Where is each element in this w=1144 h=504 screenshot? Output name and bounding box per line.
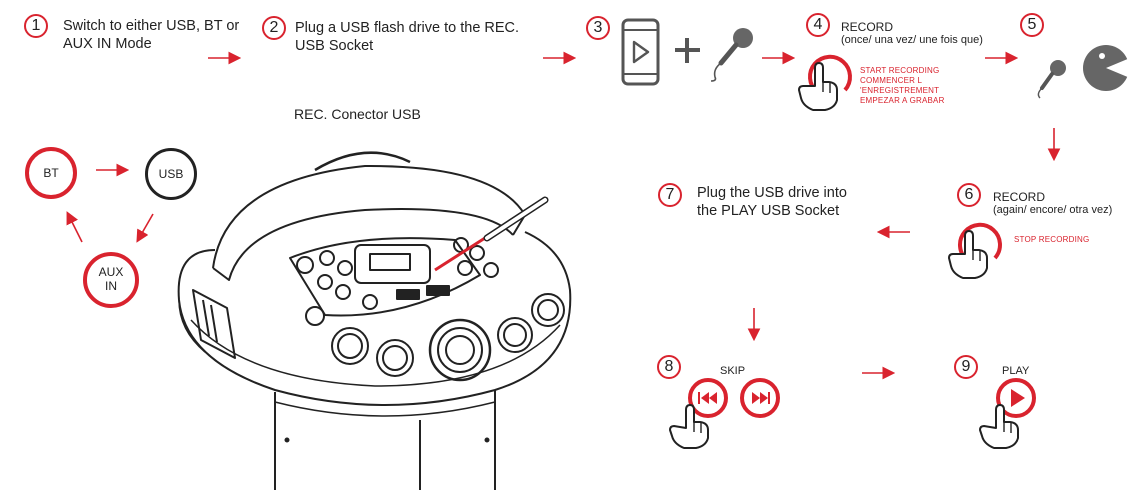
step-9-title: PLAY (1002, 365, 1030, 377)
step-9-number: 9 (954, 355, 978, 379)
step-6-title: RECORD (993, 190, 1046, 204)
step-8-title: SKIP (720, 365, 746, 377)
step-4-title: RECORD (841, 20, 894, 34)
play-button (979, 378, 1036, 449)
pointing-hand-icon (948, 230, 988, 279)
skip-back-icon (698, 392, 717, 404)
step-6-subtitle: (again/ encore/ otra vez) (993, 204, 1113, 216)
mode-bt-circle: BT (25, 147, 77, 199)
singing-face-icon (1037, 45, 1130, 99)
step-2-text: Plug a USB flash drive to the REC.USB So… (295, 20, 520, 54)
step-4-red-text: START RECORDING COMMENCER L 'ENREGISTREM… (860, 66, 945, 105)
smartphone-play-icon (621, 18, 660, 86)
step-6-number: 6 (957, 183, 981, 207)
rec-socket-label: REC. Conector USB (294, 106, 421, 122)
usb-flash-drive-icon (434, 196, 549, 272)
step-6-red-text: STOP RECORDING (1014, 235, 1090, 244)
plus-icon (675, 38, 700, 63)
pointing-hand-icon (669, 404, 709, 449)
pointing-hand-icon (798, 62, 838, 111)
step-5-number: 5 (1020, 13, 1044, 37)
step-4-number: 4 (806, 13, 830, 37)
mode-usb-circle: USB (145, 148, 197, 200)
step-4-subtitle: (once/ una vez/ une fois que) (841, 34, 983, 46)
mode-usb-label: USB (158, 167, 184, 181)
play-icon (1011, 389, 1025, 407)
skip-buttons (669, 378, 780, 449)
record-button-again (948, 222, 1002, 279)
skip-forward-icon (752, 392, 770, 404)
arrow-usb-aux (136, 213, 154, 243)
mode-bt-label: BT (43, 166, 59, 180)
microphone-icon (710, 28, 753, 82)
step-7-number: 7 (658, 183, 682, 207)
arrow-aux-bt (66, 211, 83, 243)
karaoke-speaker-illustration (177, 151, 572, 490)
step-8-number: 8 (657, 355, 681, 379)
step-1-number: 1 (24, 14, 48, 38)
step-2-number: 2 (262, 16, 286, 40)
pointing-hand-icon (979, 404, 1019, 449)
step-3-number: 3 (586, 16, 610, 40)
record-button-once (798, 54, 852, 111)
